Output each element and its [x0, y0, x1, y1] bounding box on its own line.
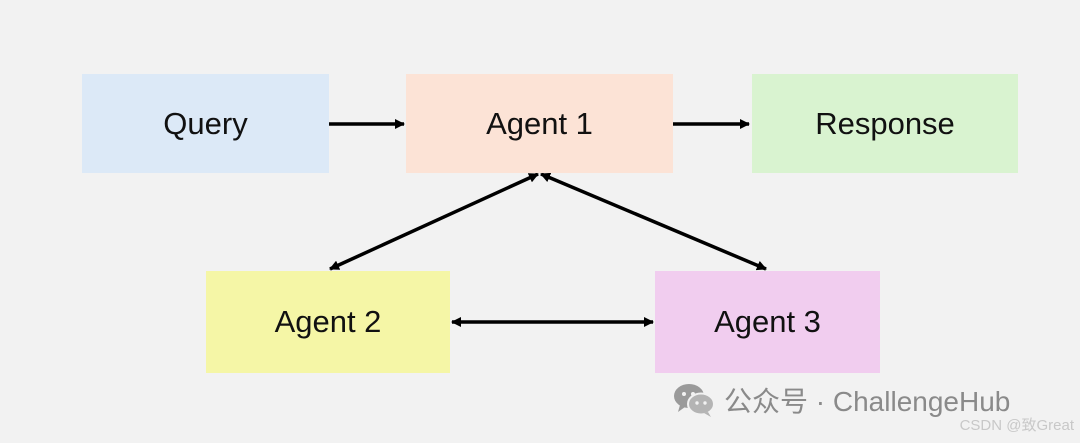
node-response: Response	[752, 74, 1018, 173]
node-agent-3: Agent 3	[655, 271, 880, 373]
wechat-icon	[674, 384, 715, 417]
edge-agent1-agent3	[540, 172, 767, 271]
edge-agent1-agent2	[329, 172, 539, 271]
node-query: Query	[82, 74, 329, 173]
node-agent-2: Agent 2	[206, 271, 450, 373]
watermark-text: 公众号 · ChallengeHub	[724, 386, 1011, 417]
credit-text: CSDN @致Great	[959, 417, 1074, 434]
node-agent-1: Agent 1	[406, 74, 673, 173]
watermark: 公众号 · ChallengeHub	[672, 380, 1010, 420]
